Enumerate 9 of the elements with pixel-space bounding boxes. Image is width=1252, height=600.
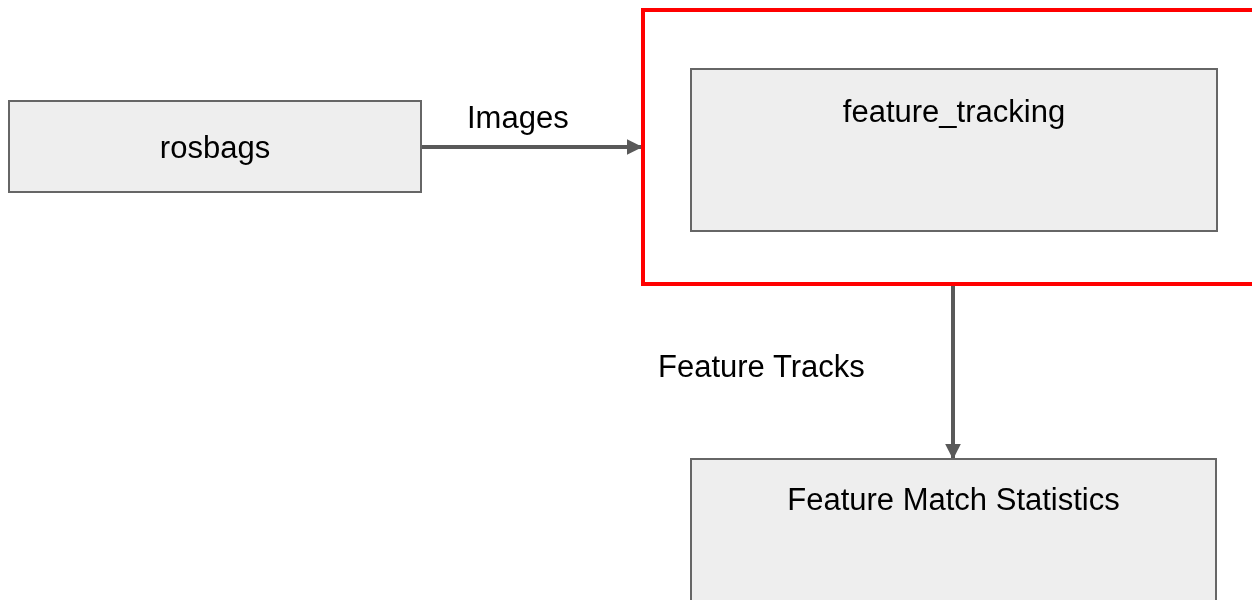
box-label: Feature Match Statistics bbox=[786, 482, 1121, 518]
process-box bbox=[690, 458, 1217, 600]
box-label: feature_tracking bbox=[841, 94, 1067, 130]
process-box bbox=[690, 68, 1218, 232]
arrow bbox=[945, 286, 961, 460]
group-frame bbox=[641, 8, 1252, 286]
box-label: rosbags bbox=[158, 130, 272, 166]
process-box bbox=[8, 100, 422, 193]
arrow bbox=[422, 139, 643, 155]
